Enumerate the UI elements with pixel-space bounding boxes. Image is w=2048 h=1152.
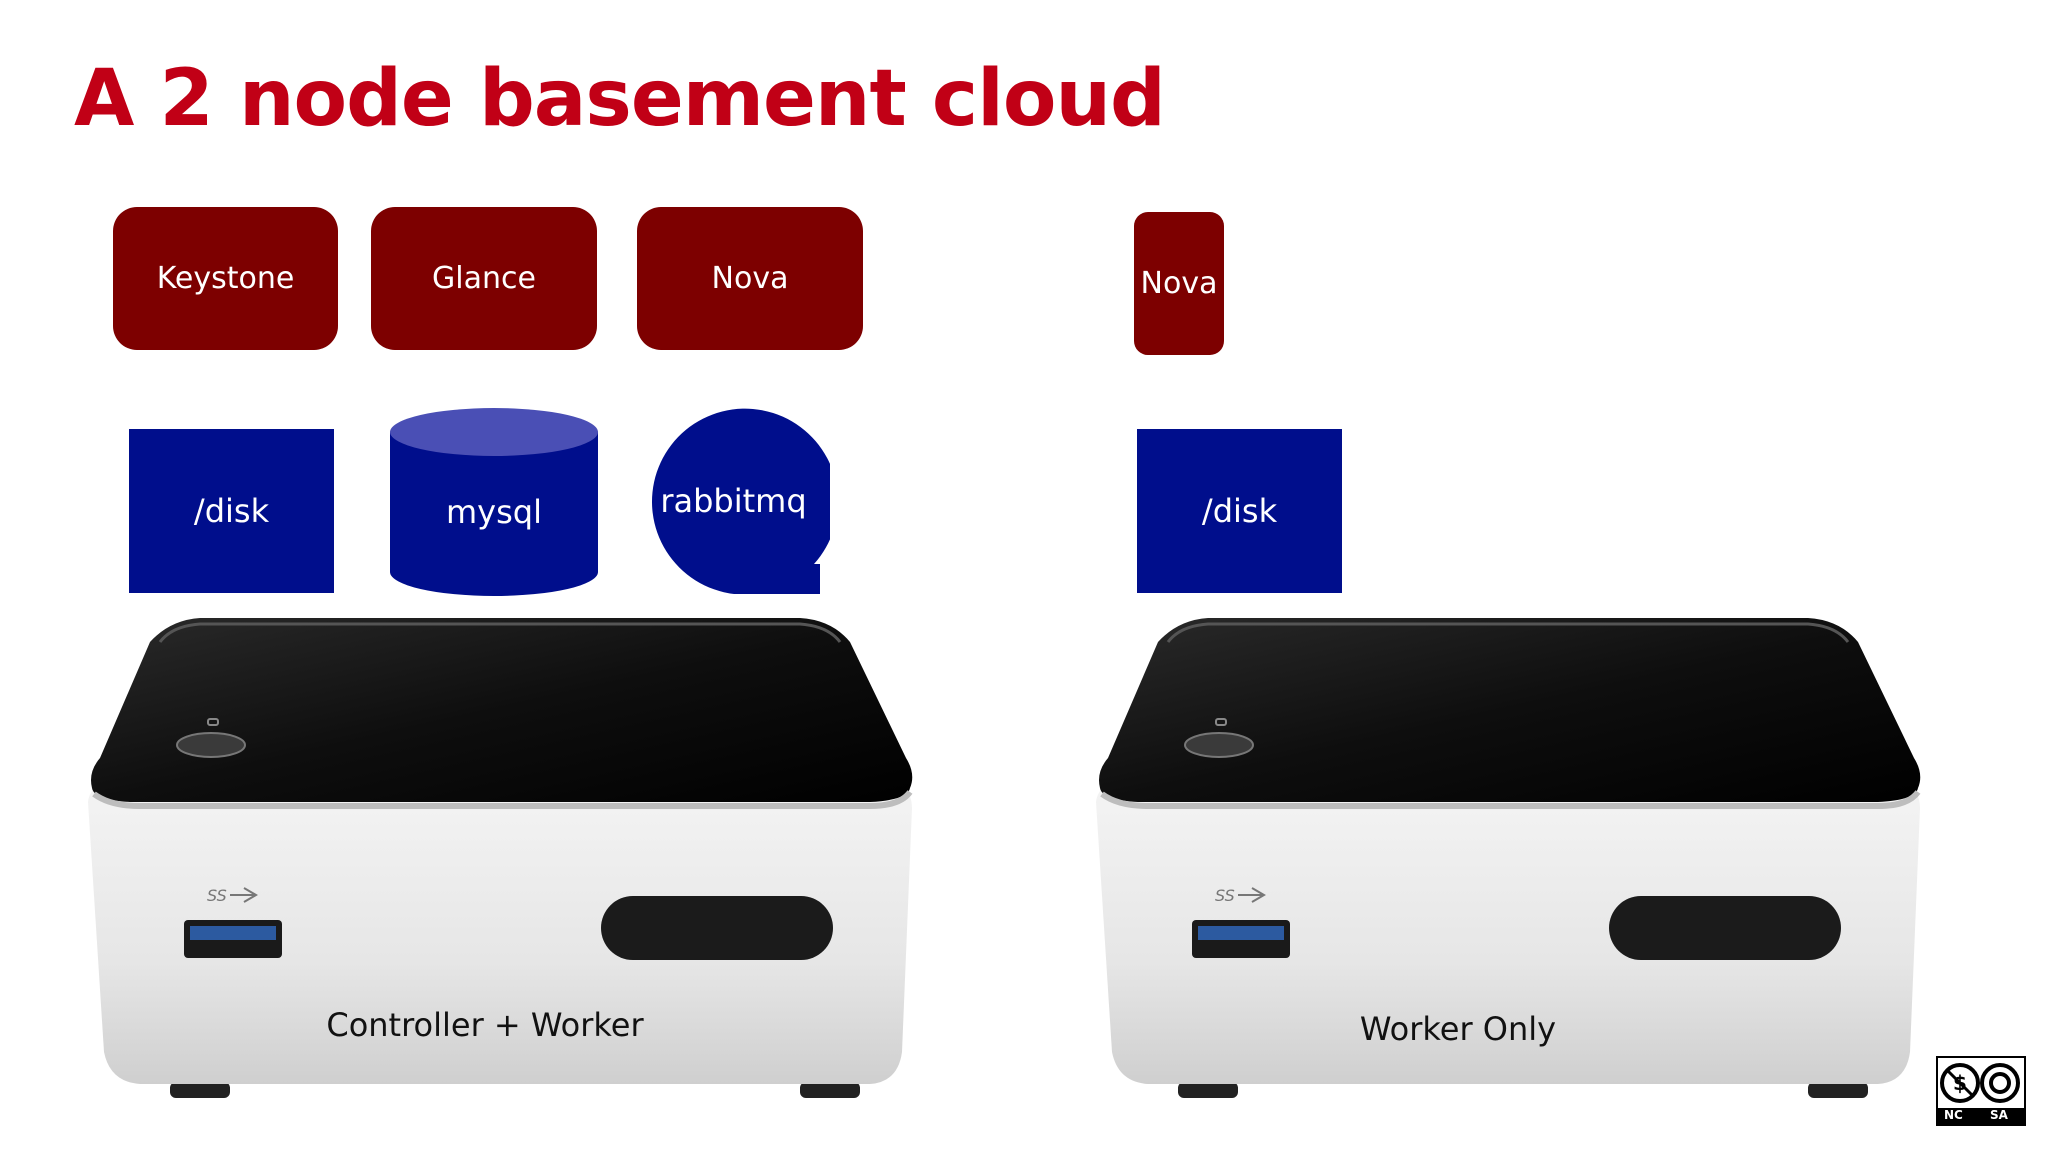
storage-rabbitmq-label: rabbitmq xyxy=(660,482,807,520)
mini-pc-image: SS xyxy=(88,618,913,1098)
license-badge: $ NC SA xyxy=(1936,1056,2026,1126)
license-sa-label: SA xyxy=(1990,1108,2008,1122)
service-glance: Glance xyxy=(371,207,597,350)
mini-pc-controller: SS Controller + Worker xyxy=(80,612,920,1102)
mini-pc-image: SS xyxy=(1096,618,1921,1098)
queue-shape-icon xyxy=(651,408,838,594)
service-nova-controller: Nova xyxy=(637,207,863,350)
device-label-worker: Worker Only xyxy=(1359,1010,1557,1048)
database-cylinder-icon xyxy=(390,408,598,596)
svg-text:SS: SS xyxy=(1215,886,1235,905)
service-keystone: Keystone xyxy=(113,207,338,350)
slide-title: A 2 node basement cloud xyxy=(74,54,1166,144)
cc-icons: $ xyxy=(1938,1058,2024,1124)
storage-disk-worker: /disk xyxy=(1137,429,1342,593)
storage-rabbitmq-queue: rabbitmq xyxy=(640,408,838,595)
license-nc-label: NC xyxy=(1944,1108,1963,1122)
storage-disk-controller: /disk xyxy=(129,429,334,593)
storage-mysql-cylinder: mysql xyxy=(390,408,598,598)
device-label-controller: Controller + Worker xyxy=(326,1006,644,1044)
service-nova-worker: Nova xyxy=(1134,212,1224,355)
storage-mysql-label: mysql xyxy=(446,493,542,531)
mini-pc-worker: SS Worker Only xyxy=(1088,612,1928,1102)
svg-text:SS: SS xyxy=(207,886,227,905)
